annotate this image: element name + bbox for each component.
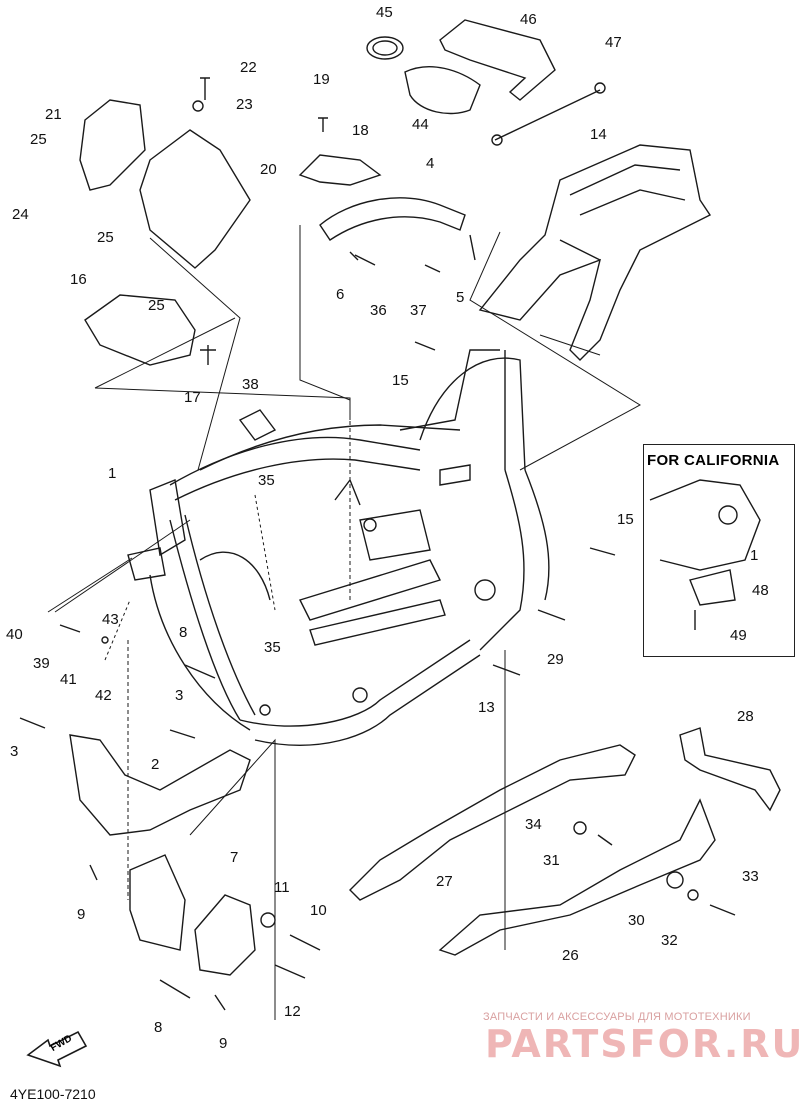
bracket-part-18 (298, 154, 382, 186)
callout-ca-48: 48 (752, 582, 769, 599)
watermark-brand: PARTSFOR.RU (485, 1022, 800, 1066)
callout-26: 26 (562, 947, 579, 964)
cover-part-21 (79, 99, 146, 191)
callout-28: 28 (737, 708, 754, 725)
callout-13: 13 (478, 699, 495, 716)
plate-part-7b (194, 894, 256, 976)
callout-44: 44 (412, 116, 429, 133)
callout-34: 34 (525, 816, 542, 833)
callout-27: 27 (436, 873, 453, 890)
callout-25a: 25 (30, 131, 47, 148)
callout-9a: 9 (77, 906, 86, 923)
callout-3b: 3 (10, 743, 19, 760)
callout-7: 7 (230, 849, 239, 866)
callout-23: 23 (236, 96, 253, 113)
wire-part-47 (494, 89, 601, 141)
callout-ca-1: 1 (750, 547, 759, 564)
callout-25c: 25 (148, 297, 165, 314)
bracket-part-28 (679, 727, 781, 812)
callout-20: 20 (260, 161, 277, 178)
callout-21: 21 (45, 106, 62, 123)
callout-47: 47 (605, 34, 622, 51)
bracket-part-46 (439, 19, 556, 101)
callout-30: 30 (628, 912, 645, 929)
callout-10: 10 (310, 902, 327, 919)
callout-32: 32 (661, 932, 678, 949)
pad-part-44 (404, 65, 481, 115)
callout-45: 45 (376, 4, 393, 21)
cover-part-20 (139, 129, 251, 269)
plate-part-16 (84, 294, 196, 366)
california-box-title: FOR CALIFORNIA (647, 452, 780, 469)
part-code: 4YE100-7210 (10, 1086, 96, 1102)
callout-9b: 9 (219, 1035, 228, 1052)
callout-17: 17 (184, 389, 201, 406)
callout-25b: 25 (97, 229, 114, 246)
callout-46: 46 (520, 11, 537, 28)
callout-8a: 8 (179, 624, 188, 641)
callout-24: 24 (12, 206, 29, 223)
callout-15b: 15 (617, 511, 634, 528)
main-frame (127, 349, 550, 746)
callout-12: 12 (284, 1003, 301, 1020)
callout-1: 1 (108, 465, 117, 482)
callout-35b: 35 (264, 639, 281, 656)
callout-16: 16 (70, 271, 87, 288)
callout-11: 11 (274, 879, 290, 896)
callout-36: 36 (370, 302, 387, 319)
o-ring-part (366, 36, 404, 60)
california-inset (649, 479, 761, 630)
callout-4: 4 (426, 155, 435, 172)
callout-15a: 15 (392, 372, 409, 389)
rail-part-27 (349, 744, 636, 901)
california-inset-box (643, 444, 795, 657)
rail-part-26 (438, 798, 716, 956)
callout-3a: 3 (175, 687, 184, 704)
callout-22: 22 (240, 59, 257, 76)
callout-19: 19 (313, 71, 330, 88)
callout-ca-49: 49 (730, 627, 747, 644)
grab-bar-part-4 (319, 197, 466, 241)
callout-35a: 35 (258, 472, 275, 489)
rear-frame-part-14 (478, 144, 712, 361)
callout-40: 40 (6, 626, 23, 643)
callout-39: 39 (33, 655, 50, 672)
callout-37: 37 (410, 302, 427, 319)
callout-2: 2 (151, 756, 160, 773)
callout-43: 43 (102, 611, 119, 628)
callout-42: 42 (95, 687, 112, 704)
leader-lines (47, 225, 641, 1020)
callout-31: 31 (543, 852, 560, 869)
callout-38: 38 (242, 376, 259, 393)
callout-33: 33 (742, 868, 759, 885)
callout-41: 41 (60, 671, 77, 688)
callout-6: 6 (336, 286, 345, 303)
callout-5: 5 (456, 289, 465, 306)
callout-8b: 8 (154, 1019, 163, 1036)
plate-part-7a (129, 854, 186, 951)
clip-part-38 (238, 409, 277, 441)
callout-14: 14 (590, 126, 607, 143)
callout-29: 29 (547, 651, 564, 668)
watermark-tagline: ЗАПЧАСТИ И АКСЕССУАРЫ ДЛЯ МОТОТЕХНИКИ (483, 1011, 751, 1023)
fwd-arrow-icon (26, 1030, 88, 1068)
callout-18: 18 (352, 122, 369, 139)
bolts (19, 77, 736, 1011)
footrest-bracket-part-2 (69, 734, 251, 836)
